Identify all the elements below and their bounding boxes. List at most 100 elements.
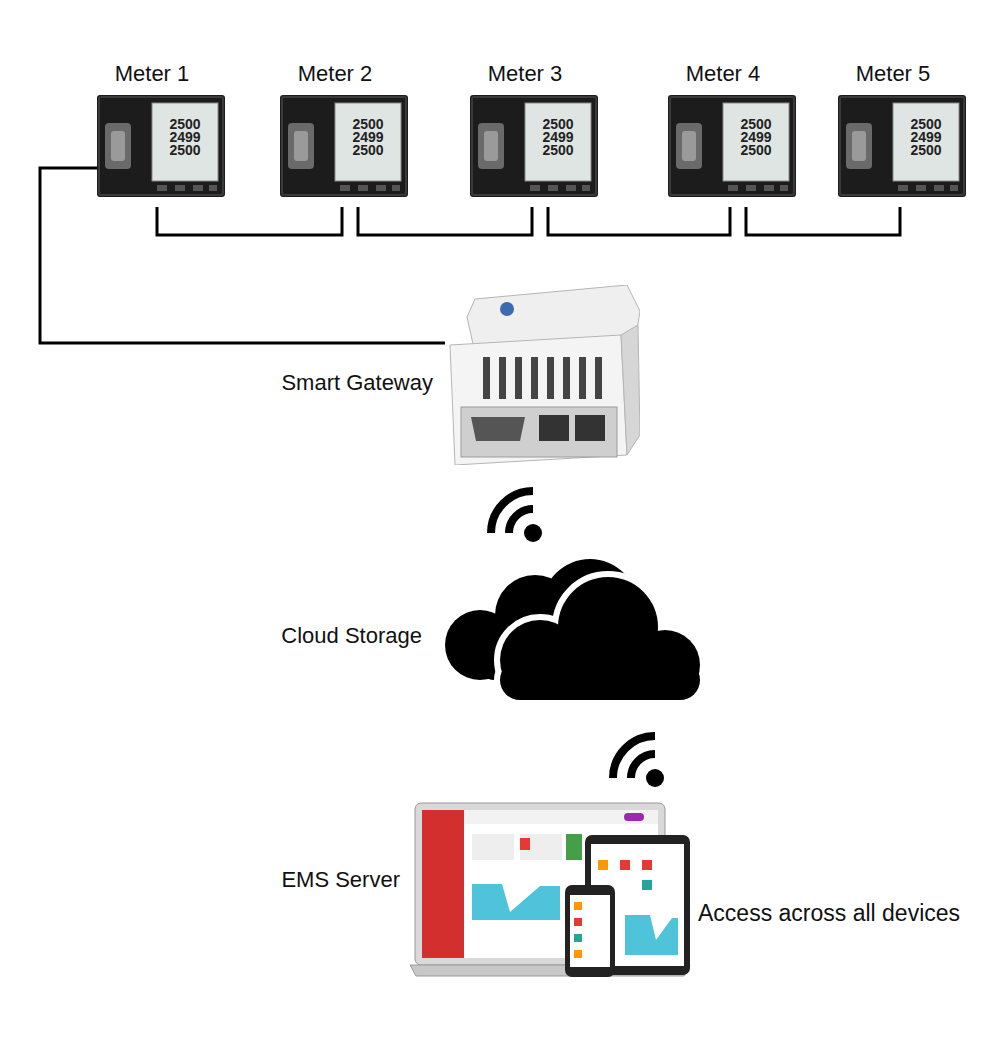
meter-clip <box>676 123 702 169</box>
meter-reading: 2500 <box>529 143 587 157</box>
meter-clip <box>105 123 131 169</box>
meter-body <box>470 95 598 197</box>
phone-body <box>565 885 615 977</box>
vent-slot <box>547 357 554 399</box>
meter-button <box>392 185 400 191</box>
tablet-tile <box>620 860 630 870</box>
device-label: Access across all devices <box>698 900 960 926</box>
meter-art <box>838 95 966 197</box>
meter-screen <box>723 103 789 181</box>
meter-button <box>582 185 590 191</box>
app-card <box>472 834 514 860</box>
meter-bezel <box>282 97 406 195</box>
meter-reading: 2499 <box>897 130 955 144</box>
meter-button <box>898 185 908 191</box>
meter-art <box>668 95 796 197</box>
wire <box>548 207 730 235</box>
vent-slot <box>499 357 506 399</box>
wifi-dot <box>646 769 664 787</box>
meter-reading: 2500 <box>897 143 955 157</box>
device-label: Meter 1 <box>57 61 247 87</box>
meter-clip-detail <box>682 131 696 161</box>
cloud-storage: Cloud Storage <box>440 545 700 700</box>
meter-reading: 2499 <box>156 130 214 144</box>
vent-slot <box>531 357 538 399</box>
power-meter: Meter 1250024992500 <box>97 95 225 207</box>
app-button <box>624 813 644 821</box>
app-card-icon <box>566 834 582 860</box>
meter-clip <box>846 123 872 169</box>
wire <box>358 207 532 235</box>
wire <box>746 207 900 235</box>
meter-bezel <box>670 97 794 195</box>
app-chart <box>472 884 560 920</box>
meter-reading: 2500 <box>156 117 214 131</box>
meter-body <box>97 95 225 197</box>
meter-art <box>470 95 598 197</box>
wifi-symbol <box>613 736 664 787</box>
app-card-icon <box>520 838 530 850</box>
tablet-tile <box>642 880 652 890</box>
meter-button <box>193 185 203 191</box>
gateway-side <box>621 325 640 455</box>
meter-button <box>175 185 185 191</box>
meter-bezel <box>99 97 223 195</box>
meter-clip-detail <box>111 131 125 161</box>
wifi-symbol <box>491 491 542 542</box>
wire <box>157 207 342 235</box>
meter-screen <box>152 103 218 181</box>
power-meter: Meter 4250024992500 <box>668 95 796 207</box>
meter-reading: 2500 <box>156 143 214 157</box>
meter-reading: 2500 <box>339 117 397 131</box>
meter-button <box>340 185 350 191</box>
meter-reading: 2499 <box>727 130 785 144</box>
meter-reading: 2499 <box>529 130 587 144</box>
meter-screen <box>335 103 401 181</box>
meter-screen <box>525 103 591 181</box>
phone-tile <box>574 902 582 910</box>
ems-server: EMS ServerAccess across all devices <box>410 800 695 980</box>
meter-button <box>950 185 958 191</box>
tablet-tile <box>642 860 652 870</box>
meter-clip-detail <box>294 131 308 161</box>
wifi-arc <box>631 754 655 778</box>
power-meter: Meter 3250024992500 <box>470 95 598 207</box>
meter-reading: 2500 <box>529 117 587 131</box>
meter-reading: 2500 <box>727 143 785 157</box>
gateway-art <box>445 285 640 465</box>
device-label: Cloud Storage <box>281 623 422 649</box>
meter-reading: 2500 <box>727 117 785 131</box>
meter-button <box>548 185 558 191</box>
phone-tile <box>574 934 582 942</box>
device-label: Meter 3 <box>430 61 620 87</box>
serial-port <box>471 417 525 441</box>
wifi-arc <box>509 509 533 533</box>
vent-slot <box>483 357 490 399</box>
wifi-arc <box>491 491 533 533</box>
phone-tile <box>574 918 582 926</box>
vent-slot <box>515 357 522 399</box>
meter-art <box>280 95 408 197</box>
wire <box>40 168 445 343</box>
meter-button <box>358 185 368 191</box>
meter-button <box>157 185 167 191</box>
meter-button <box>934 185 944 191</box>
phone-screen <box>570 895 610 967</box>
meter-button <box>916 185 926 191</box>
meter-reading: 2500 <box>897 117 955 131</box>
device-label: EMS Server <box>281 867 400 893</box>
vent-slot <box>595 357 602 399</box>
cloud-art <box>440 545 700 705</box>
meter-body <box>280 95 408 197</box>
vent-slot <box>563 357 570 399</box>
device-label: Meter 5 <box>798 61 988 87</box>
device-label: Smart Gateway <box>281 370 433 396</box>
meter-button <box>746 185 756 191</box>
wifi-dot <box>524 524 542 542</box>
device-label: Meter 4 <box>628 61 818 87</box>
meter-button <box>566 185 576 191</box>
cloud-base <box>500 660 700 700</box>
meter-button <box>728 185 738 191</box>
